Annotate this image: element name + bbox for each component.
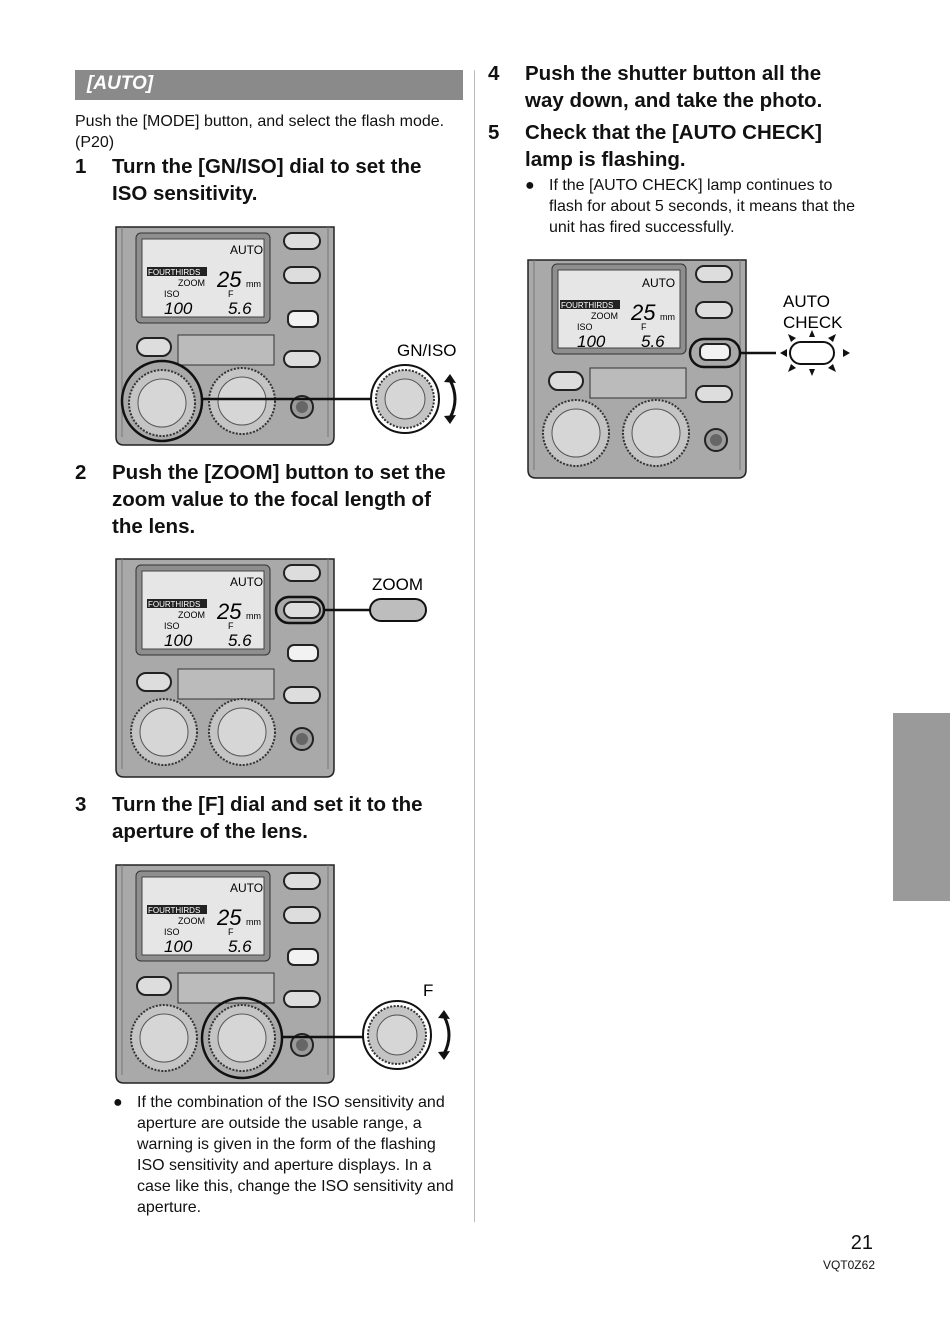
lcd-zoom-label: ZOOM (178, 610, 205, 620)
lcd-f-label: F (228, 927, 234, 937)
rotate-arrow-icon (442, 1015, 451, 1055)
lcd-display: AUTO FOURTHIRDS ZOOM 25 mm ISO F 100 5.6 (147, 243, 263, 318)
lcd-iso-value: 100 (164, 631, 193, 650)
lcd-display: AUTO FOURTHIRDS ZOOM 25 mm ISO F 100 5.6 (147, 881, 263, 956)
step-3: 3 Turn the [F] dial and set it to the ap… (75, 791, 465, 847)
zoom-callout: ZOOM (274, 575, 427, 625)
lcd-iso-value: 100 (577, 332, 606, 351)
callout-auto-check-line1: AUTO (783, 292, 830, 311)
rotate-arrow-icon (448, 379, 457, 419)
lcd-f-label: F (228, 621, 234, 631)
flash-unit-panel (115, 864, 335, 1084)
callout-gn-iso: GN/ISO (397, 341, 457, 360)
lcd-zoom-value: 25 (216, 599, 242, 624)
page-number: 21 (850, 1232, 873, 1254)
note-step-5: ● If the [AUTO CHECK] lamp continues to … (525, 175, 870, 241)
lcd-iso-label: ISO (164, 927, 180, 937)
step-text: Push the [ZOOM] button to set the zoom v… (112, 461, 446, 538)
lcd-mode: AUTO (230, 243, 263, 257)
bullet-icon: ● (525, 177, 535, 194)
step-number: 2 (75, 461, 87, 484)
step-number: 3 (75, 793, 87, 816)
figure-zoom-button: AUTO FOURTHIRDS ZOOM 25 mm ISO F 100 5.6… (115, 558, 427, 778)
flash-rays-icon (780, 330, 850, 376)
step-5: 5 Check that the [AUTO CHECK] lamp is fl… (488, 119, 868, 175)
step-number: 1 (75, 155, 87, 178)
lcd-mode: AUTO (642, 276, 675, 290)
lcd-display: AUTO FOURTHIRDS ZOOM 25 mm ISO F 100 5.6 (560, 276, 675, 351)
figure-f-dial: AUTO FOURTHIRDS ZOOM 25 mm ISO F 100 5.6… (115, 864, 451, 1084)
gn-iso-callout: GN/ISO (120, 341, 457, 443)
lcd-zoom-label: ZOOM (591, 311, 618, 321)
lcd-iso-label: ISO (577, 322, 593, 332)
flash-unit-panel (527, 259, 747, 479)
bullet-icon: ● (113, 1094, 123, 1111)
figure-gn-iso-dial: AUTO FOURTHIRDS ZOOM 25 mm ISO F 100 5.6… (115, 226, 457, 446)
step-text: Turn the [F] dial and set it to the aper… (112, 793, 423, 843)
lcd-brand: FOURTHIRDS (148, 906, 200, 915)
lcd-zoom-label: ZOOM (178, 916, 205, 926)
lcd-f-value: 5.6 (228, 631, 252, 650)
lcd-display: AUTO FOURTHIRDS ZOOM 25 mm ISO F 100 5.6 (147, 575, 263, 650)
lcd-zoom-value: 25 (630, 300, 656, 325)
lcd-zoom-unit: mm (246, 917, 261, 927)
section-header: [AUTO] (75, 70, 463, 100)
lcd-zoom-unit: mm (246, 611, 261, 621)
lcd-f-label: F (641, 322, 647, 332)
intro-text: Push the [MODE] button, and select the f… (75, 113, 445, 151)
lcd-zoom-unit: mm (246, 279, 261, 289)
lcd-brand: FOURTHIRDS (148, 600, 200, 609)
callout-auto-check-line2: CHECK (783, 313, 843, 332)
note-step-3: ● If the combination of the ISO sensitiv… (113, 1092, 458, 1220)
step-text: Check that the [AUTO CHECK] lamp is flas… (525, 121, 822, 171)
step-text: Turn the [GN/ISO] dial to set the ISO se… (112, 155, 422, 205)
lcd-iso-label: ISO (164, 289, 180, 299)
lcd-f-value: 5.6 (228, 937, 252, 956)
lcd-f-label: F (228, 289, 234, 299)
chapter-tab (893, 713, 950, 901)
lcd-iso-value: 100 (164, 937, 193, 956)
f-callout: F (200, 981, 451, 1080)
lcd-mode: AUTO (230, 881, 263, 895)
step-number: 4 (488, 62, 500, 85)
lcd-zoom-label: ZOOM (178, 278, 205, 288)
figure-auto-check-lamp: AUTO FOURTHIRDS ZOOM 25 mm ISO F 100 5.6… (527, 259, 850, 479)
note-text: If the [AUTO CHECK] lamp continues to fl… (549, 177, 855, 236)
lcd-iso-label: ISO (164, 621, 180, 631)
lcd-mode: AUTO (230, 575, 263, 589)
lcd-zoom-value: 25 (216, 905, 242, 930)
lcd-brand: FOURTHIRDS (561, 301, 613, 310)
note-text: If the combination of the ISO sensitivit… (137, 1094, 454, 1216)
step-1: 1 Turn the [GN/ISO] dial to set the ISO … (75, 153, 465, 209)
lcd-brand: FOURTHIRDS (148, 268, 200, 277)
lcd-zoom-value: 25 (216, 267, 242, 292)
lcd-f-value: 5.6 (228, 299, 252, 318)
lcd-f-value: 5.6 (641, 332, 665, 351)
callout-zoom: ZOOM (372, 575, 423, 594)
flash-unit-panel (115, 558, 335, 778)
lcd-zoom-unit: mm (660, 312, 675, 322)
step-number: 5 (488, 121, 500, 144)
step-text: Push the shutter button all the way down… (525, 62, 823, 112)
document-code: VQT0Z62 (822, 1258, 875, 1272)
column-divider (474, 70, 475, 1222)
section-title: [AUTO] (87, 73, 154, 94)
step-2: 2 Push the [ZOOM] button to set the zoom… (75, 459, 465, 541)
callout-f: F (423, 981, 433, 1000)
flash-unit-panel (115, 226, 335, 446)
auto-check-callout: AUTO CHECK (688, 292, 850, 376)
step-4: 4 Push the shutter button all the way do… (488, 60, 868, 116)
lcd-iso-value: 100 (164, 299, 193, 318)
